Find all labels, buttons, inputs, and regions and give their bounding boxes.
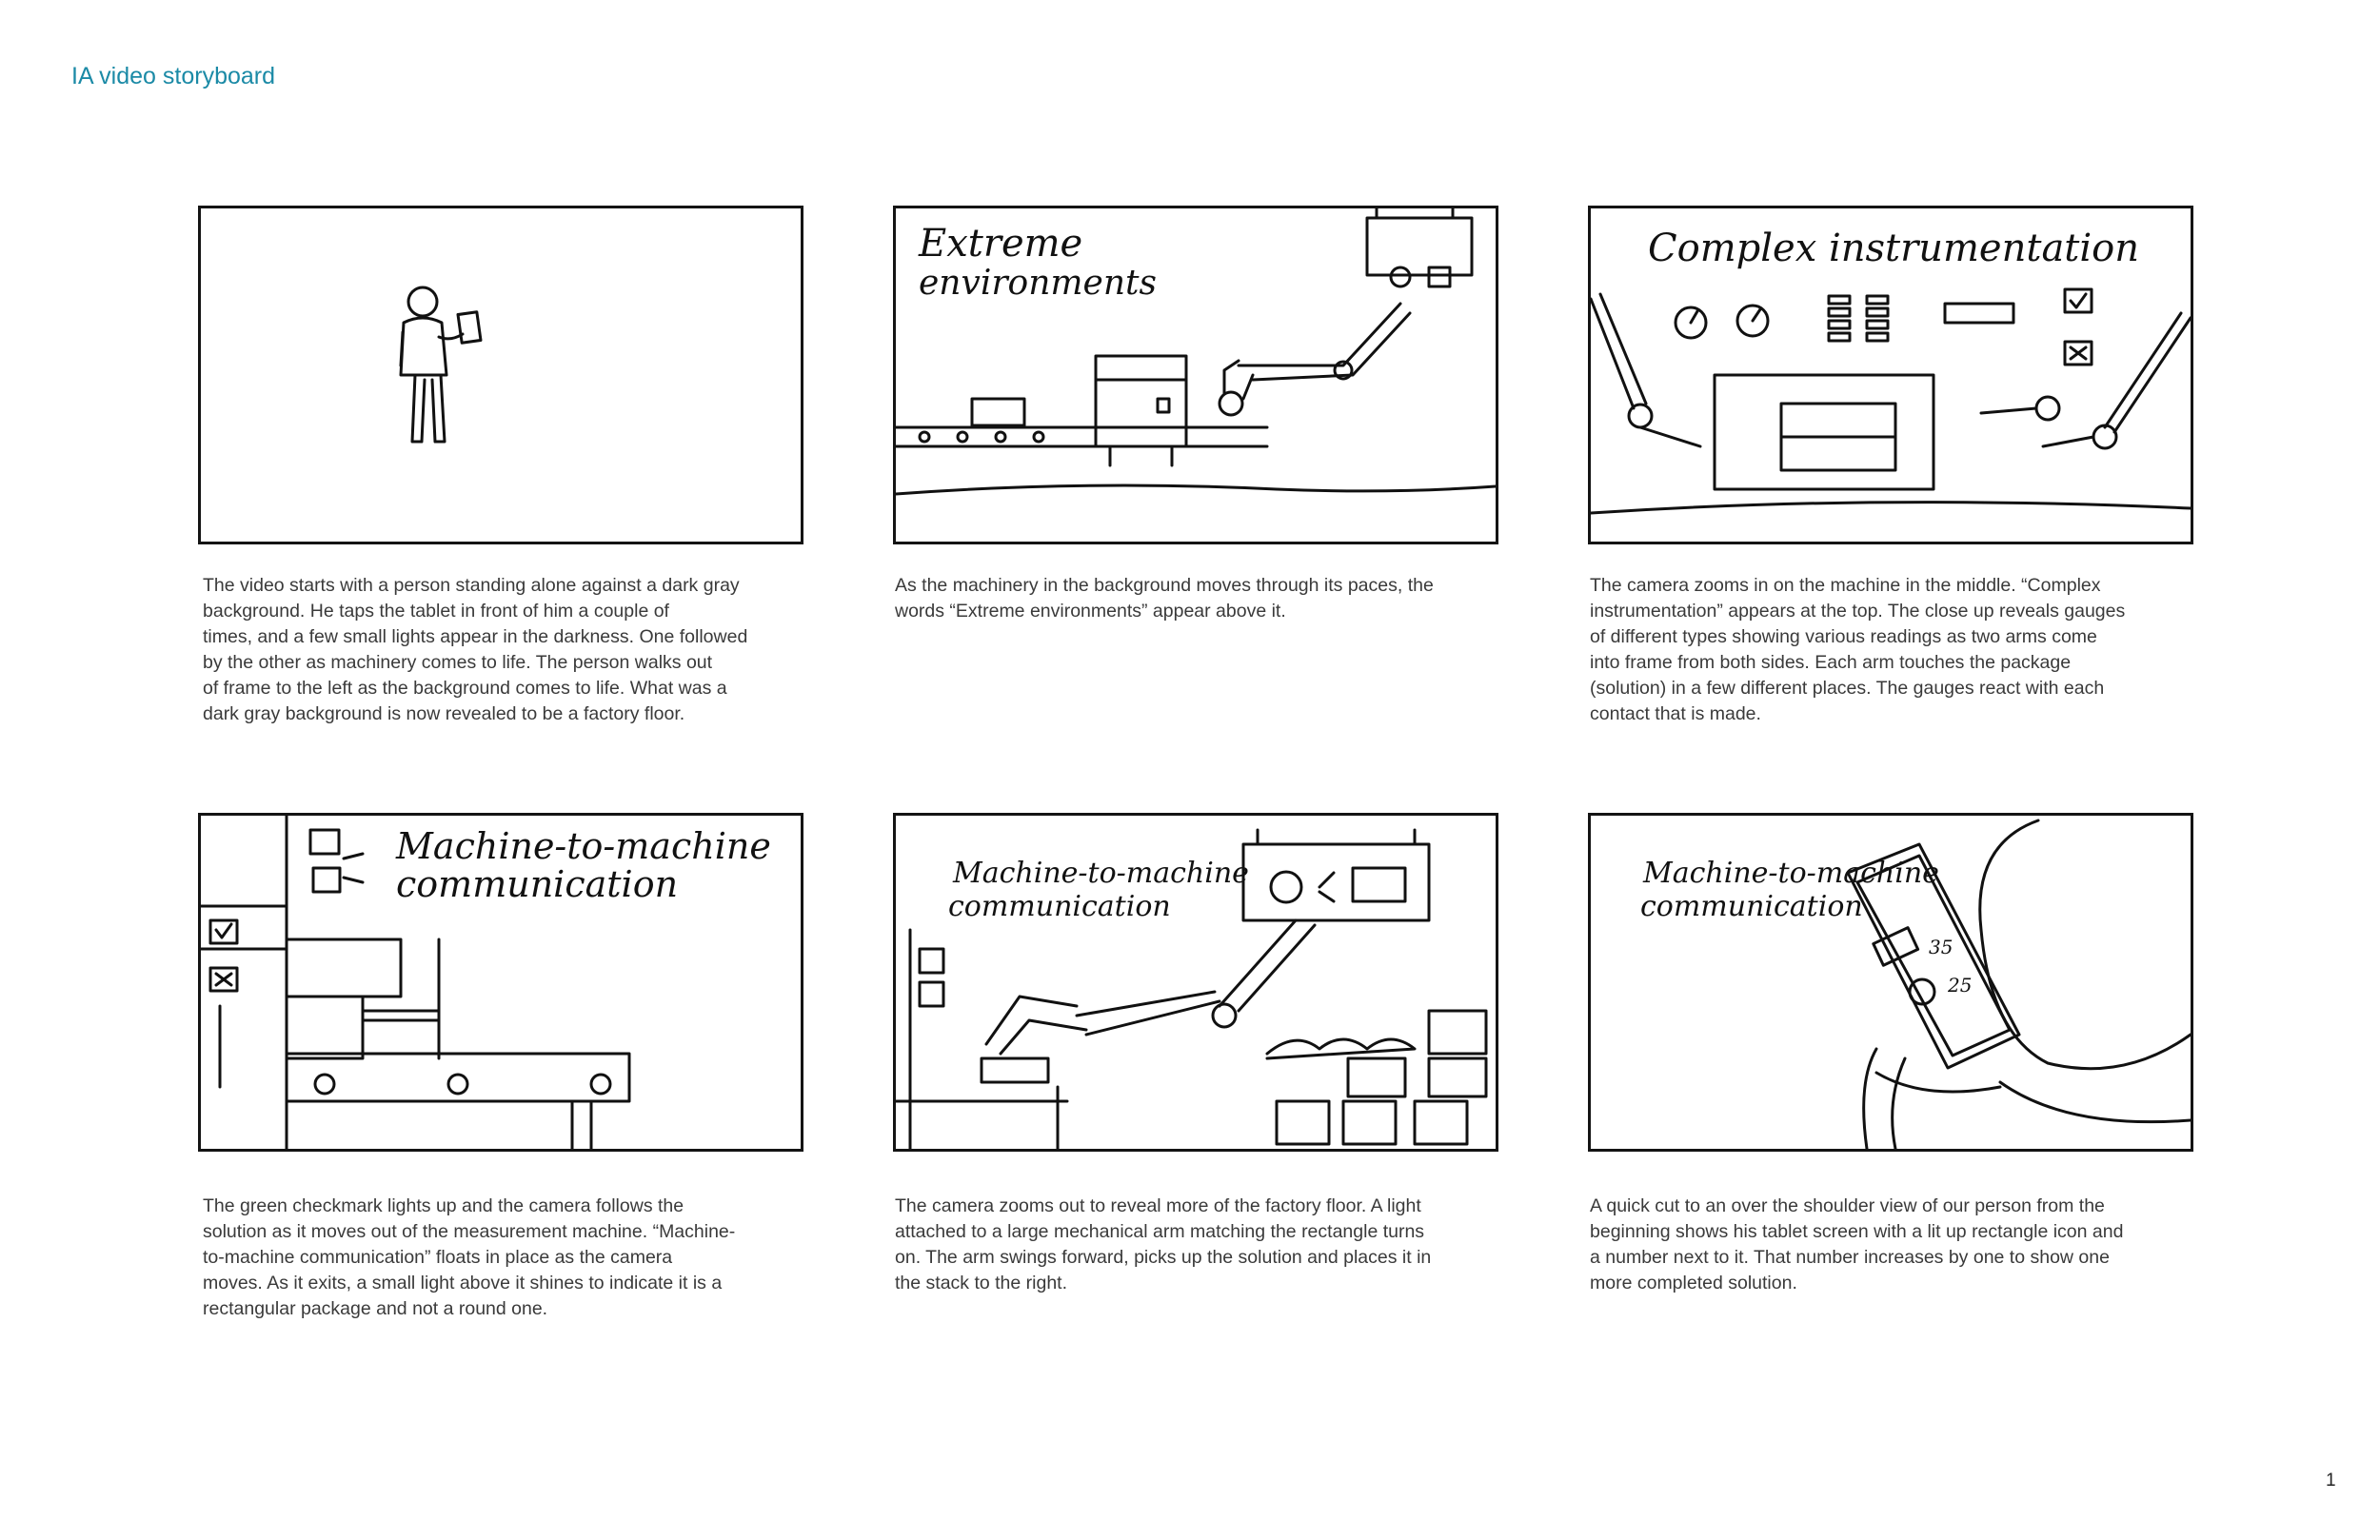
panel-4-caption: The green checkmark lights up and the ca… xyxy=(203,1195,736,1319)
complex-instrumentation-sketch: Complex instrumentation xyxy=(1591,227,2191,515)
extreme-environments-sketch: Extreme environments xyxy=(896,208,1496,496)
over-the-shoulder-tablet-sketch: Machine-to-machine communication 35 25 xyxy=(1640,819,2191,1149)
machine-communication-closeup-sketch: Machine-to-machine communication xyxy=(201,816,771,1149)
sketch-heading-line-2: communication xyxy=(1640,890,1863,923)
storyboard-panel-2: Extreme environments xyxy=(893,206,1498,544)
sketch-heading-line-1: Machine-to-machine xyxy=(395,825,771,867)
tablet-screen-number-1: 35 xyxy=(1929,936,1953,958)
sketch-heading-line-2: environments xyxy=(919,264,1157,303)
tablet-screen-number-2: 25 xyxy=(1947,974,1972,997)
sketch-heading-line-2: communication xyxy=(948,890,1171,923)
person-with-tablet-sketch xyxy=(399,286,483,444)
panel-5-caption: The camera zooms out to reveal more of t… xyxy=(895,1195,1432,1293)
storyboard-panel-5: Machine-to-machine communication xyxy=(893,813,1498,1152)
storyboard-panel-4: Machine-to-machine communication xyxy=(198,813,803,1152)
panel-1-caption: The video starts with a person standing … xyxy=(203,575,748,724)
sketch-heading: Complex instrumentation xyxy=(1648,227,2139,270)
sketch-heading-line-1: Extreme xyxy=(918,222,1082,266)
storyboard-panel-1 xyxy=(198,206,803,544)
panel-6-caption: A quick cut to an over the shoulder view… xyxy=(1590,1195,2124,1293)
panel-3-caption: The camera zooms in on the machine in th… xyxy=(1590,575,2126,724)
sketch-heading-line-1: Machine-to-machine xyxy=(952,857,1249,890)
sketch-heading-line-2: communication xyxy=(396,863,678,905)
storyboard-panel-3: Complex instrumentation xyxy=(1588,206,2193,544)
factory-floor-arm-sketch: Machine-to-machine communication xyxy=(896,828,1488,1149)
sketch-heading-line-1: Machine-to-machine xyxy=(1642,857,1939,890)
storyboard-panel-6: Machine-to-machine communication 35 25 xyxy=(1588,813,2193,1152)
panel-2-caption: As the machinery in the background moves… xyxy=(895,575,1434,622)
page-number: 1 xyxy=(2326,1471,2336,1491)
document-title: IA video storyboard xyxy=(71,63,276,89)
